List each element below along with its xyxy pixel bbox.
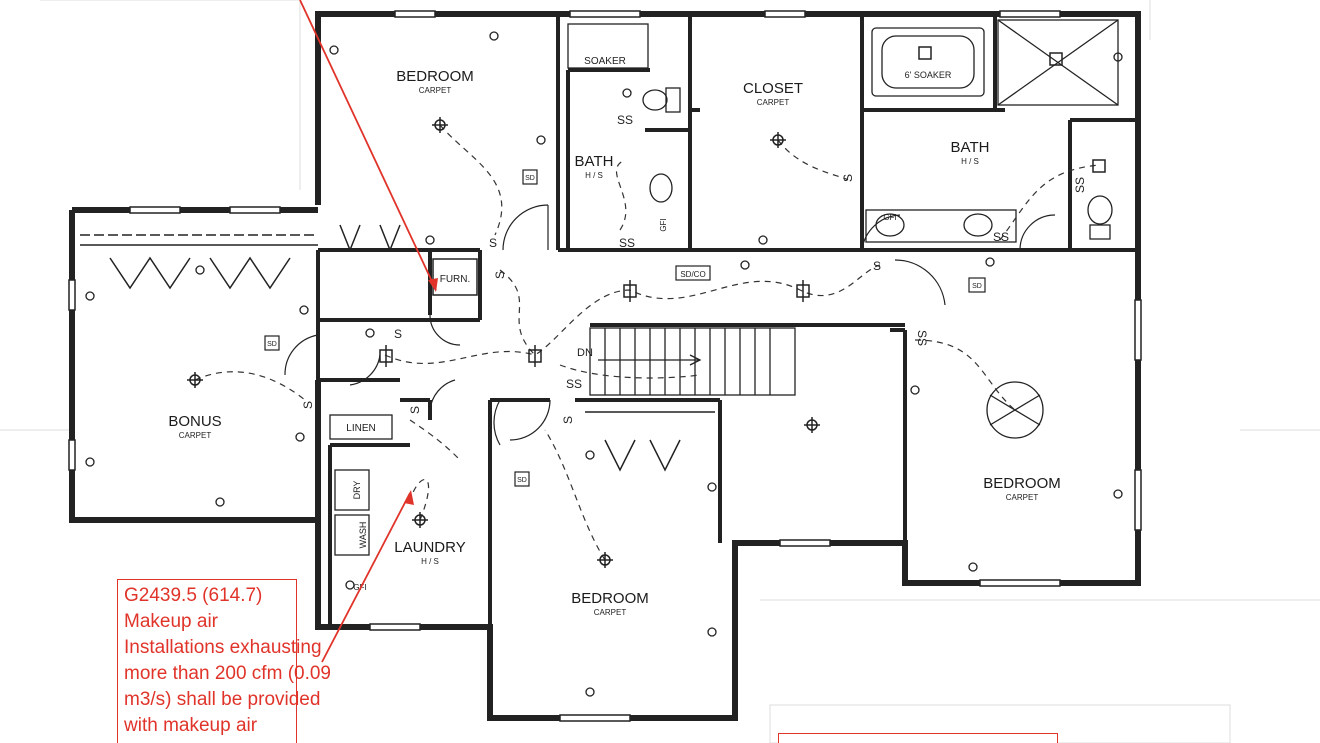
makeup-air-callout: G2439.5 (614.7) Makeup air Installations… — [117, 579, 331, 743]
smoke-detector-label: SD — [517, 477, 527, 484]
windows — [68, 10, 1142, 722]
washer-label: WASH — [358, 522, 368, 549]
bath-fixtures — [334, 19, 1119, 556]
room-floor-laundry: H / S — [421, 557, 439, 566]
callout-line: Makeup air — [124, 611, 218, 632]
room-label-bonus: BONUS — [168, 413, 221, 430]
callout-line: m3/s) shall be provided — [124, 689, 321, 710]
room-label-laundry: LAUNDRY — [394, 539, 465, 556]
laundry-callout-arrow — [321, 492, 411, 663]
annotation-arrows — [299, 0, 438, 663]
light-fixtures — [187, 46, 1106, 568]
callout-line: with makeup air — [124, 715, 258, 736]
switch-label: S — [408, 406, 422, 414]
smoke-detector-label: SD — [267, 341, 277, 348]
outlets — [85, 31, 1123, 697]
fixture-labels: SOAKER 6' SOAKER FURN. LINEN DRY WASH DN… — [264, 56, 1087, 592]
callout-line: G2439.5 (614.7) — [124, 585, 263, 606]
switch-label: S — [493, 271, 507, 279]
room-floor-closet: CARPET — [757, 98, 790, 107]
room-label-bath-master: BATH — [951, 139, 990, 156]
room-label-bedroom-s: BEDROOM — [571, 590, 649, 607]
empty-callout-box — [778, 733, 1058, 743]
switch-double-label: SS — [915, 330, 929, 346]
room-label-bath-small: BATH — [575, 153, 614, 170]
room-floor-bedroom-e: CARPET — [1006, 493, 1039, 502]
room-floor-bedroom-s: CARPET — [594, 608, 627, 617]
room-label-closet: CLOSET — [743, 80, 803, 97]
switch-label: S — [394, 327, 402, 341]
stairs-down-label: DN — [577, 347, 593, 359]
room-floor-bedroom-nw: CARPET — [419, 86, 452, 95]
room-floor-bath-small: H / S — [585, 171, 603, 180]
soaker-label: SOAKER — [584, 56, 626, 67]
room-label-bedroom-e: BEDROOM — [983, 475, 1061, 492]
smoke-detector-label: SD — [525, 175, 535, 182]
switch-double-label: SS — [617, 113, 633, 127]
door-swings — [284, 204, 1056, 446]
dryer-label: DRY — [352, 481, 362, 500]
gfi-label: GFI — [883, 213, 896, 222]
soaker-6-label: 6' SOAKER — [905, 70, 952, 80]
room-labels: BEDROOM CARPET BATH H / S CLOSET CARPET … — [168, 68, 1060, 617]
switch-double-label: SS — [993, 230, 1009, 244]
room-label-bedroom-nw: BEDROOM — [396, 68, 474, 85]
stairs — [589, 327, 796, 396]
room-floor-bonus: CARPET — [179, 431, 212, 440]
interior-walls — [316, 14, 1138, 718]
switch-double-label: SS — [566, 377, 582, 391]
room-floor-bath-master: H / S — [961, 157, 979, 166]
switch-double-label: SS — [1073, 177, 1087, 193]
bifold-doors — [80, 224, 715, 472]
smoke-co-detector-label: SD/CO — [680, 270, 705, 279]
furnace-callout-arrow — [299, 0, 437, 291]
switch-label: S — [301, 401, 315, 409]
ceiling-fan-icon — [986, 381, 1044, 439]
switch-label: S — [489, 236, 497, 250]
switch-label: S — [873, 259, 881, 273]
callout-line: Installations exhausting — [124, 637, 322, 658]
switch-double-label: SS — [619, 236, 635, 250]
switch-label: S — [841, 174, 855, 182]
gfi-label: GFI — [659, 218, 668, 231]
linen-label: LINEN — [346, 423, 375, 434]
furnace-label: FURN. — [440, 274, 471, 285]
callout-line: more than 200 cfm (0.09 — [124, 663, 331, 684]
smoke-detector-label: SD — [972, 283, 982, 290]
switch-label: S — [561, 416, 575, 424]
